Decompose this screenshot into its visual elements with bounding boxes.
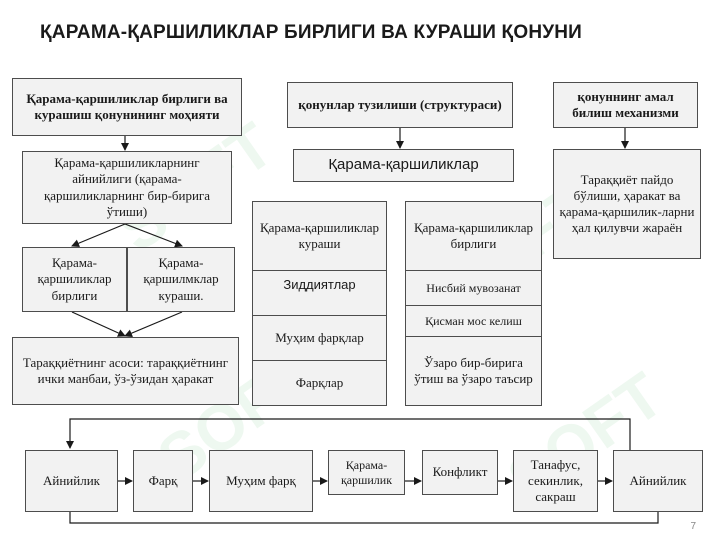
col1-header: Қарама-қаршиликлар бирлиги ва курашиш қо… <box>12 78 242 136</box>
col2-struggle-item: Зиддиятлар <box>252 270 387 316</box>
col1-unity-box: Қарама-қаршиликлар бирлиги <box>22 247 127 312</box>
col1-identity-box: Қарама-қаршиликларнинг айнийлиги (қарама… <box>22 151 232 224</box>
col3-process-box: Тараққиёт пайдо бўлиши, ҳаракат ва қарам… <box>553 149 701 259</box>
chain-identity-end: Айнийлик <box>613 450 703 512</box>
col2-struggle-item: Фарқлар <box>252 360 387 406</box>
chain-identity-start: Айнийлик <box>25 450 118 512</box>
col2-unity-item: Нисбий мувозанат <box>405 270 542 306</box>
col2-unity-box: Қарама-қаршиликлар бирлиги <box>405 201 542 271</box>
chain-leap: Танафус, секинлик, сакраш <box>513 450 598 512</box>
col1-development-box: Тараққиётнинг асоси: тараққиётнинг ички … <box>12 337 239 405</box>
page-title: ҚАРАМА-ҚАРШИЛИКЛАР БИРЛИГИ ВА КУРАШИ ҚОН… <box>40 22 583 43</box>
col2-struggle-item: Муҳим фарқлар <box>252 315 387 361</box>
chain-contradiction: Қарама-қаршилик <box>328 450 405 495</box>
col2-header: қонунлар тузилиши (структураси) <box>287 82 513 128</box>
chain-essential-difference: Муҳим фарқ <box>209 450 313 512</box>
col2-main-box: Қарама-қаршиликлар <box>293 149 514 182</box>
page-number: 7 <box>690 521 696 532</box>
col3-header: қонуннинг амал билиш механизми <box>553 82 698 128</box>
col2-struggle-box: Қарама-қаршиликлар кураши <box>252 201 387 271</box>
chain-conflict: Конфликт <box>422 450 498 495</box>
chain-difference: Фарқ <box>133 450 193 512</box>
col1-struggle-box: Қарама-қаршилмклар кураши. <box>127 247 235 312</box>
col2-unity-item: Қисман мос келиш <box>405 305 542 337</box>
col2-unity-item: Ўзаро бир-бирига ўтиш ва ўзаро таъсир <box>405 336 542 406</box>
